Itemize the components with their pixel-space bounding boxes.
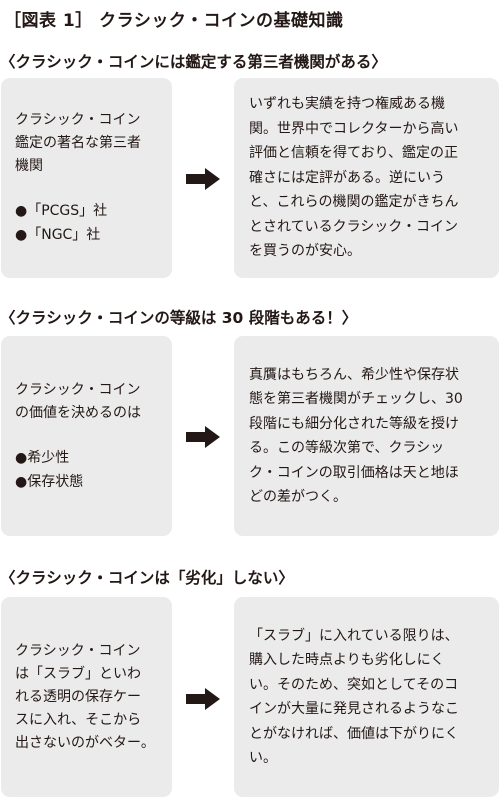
section-1-right-arrow-icon <box>186 168 220 190</box>
section-1-left-item-2: ●「NGC」社 <box>15 227 101 243</box>
section-1-left-text: クラシック・コイン 鑑定の著名な第三者 機関 <box>15 112 141 174</box>
section-1-left-box: クラシック・コイン 鑑定の著名な第三者 機関 ●「PCGS」社 ●「NGC」社 <box>1 78 172 278</box>
section-3-left-box: クラシック・コイン は「スラブ」といわ れる透明の保存ケー スに入れ、そこから … <box>1 597 172 797</box>
section-2-left-item-1: ●希少性 <box>15 449 70 466</box>
section-2-right-arrow-icon <box>186 426 220 448</box>
figure-title: ［図表 1］ クラシック・コインの基礎知識 <box>4 11 344 31</box>
section-3-right-text: 「スラブ」に入れている限りは、 購入した時点よりも劣化しにく い。そのため、突如… <box>249 627 459 767</box>
section-1-left-items: ●「PCGS」社 ●「NGC」社 <box>15 199 162 247</box>
section-1-right-box: いずれも実績を持つ権威ある機 関。世界中でコレクターから高い 評価と信頼を得てお… <box>234 78 499 278</box>
section-1-heading: 〈クラシック・コインには鑑定する第三者機関がある〉 <box>0 53 387 71</box>
section-2-right-text: 真贋はもちろん、希少性や保存状 態を第三者機関がチェックし、30 段階にも細分化… <box>249 366 463 506</box>
section-2-left-items: ●希少性 ●保存状態 <box>15 446 162 494</box>
section-3-right-box: 「スラブ」に入れている限りは、 購入した時点よりも劣化しにく い。そのため、突如… <box>234 597 499 797</box>
section-2-left-item-2: ●保存状態 <box>15 473 84 490</box>
section-1-left-item-1: ●「PCGS」社 <box>15 203 108 219</box>
section-2-heading: 〈クラシック・コインの等級は 30 段階もある！〉 <box>0 309 358 327</box>
section-2-left-text: クラシック・コイン の価値を決めるのは <box>15 381 141 421</box>
section-3-left-text: クラシック・コイン は「スラブ」といわ れる透明の保存ケー スに入れ、そこから … <box>15 642 155 751</box>
section-1-right-text: いずれも実績を持つ権威ある機 関。世界中でコレクターから高い 評価と信頼を得てお… <box>249 96 459 260</box>
section-3-heading: 〈クラシック・コインは「劣化」しない〉 <box>0 569 294 587</box>
section-3-right-arrow-icon <box>186 688 220 710</box>
section-2-right-box: 真贋はもちろん、希少性や保存状 態を第三者機関がチェックし、30 段階にも細分化… <box>234 336 499 536</box>
section-2-left-box: クラシック・コイン の価値を決めるのは ●希少性 ●保存状態 <box>1 336 172 536</box>
